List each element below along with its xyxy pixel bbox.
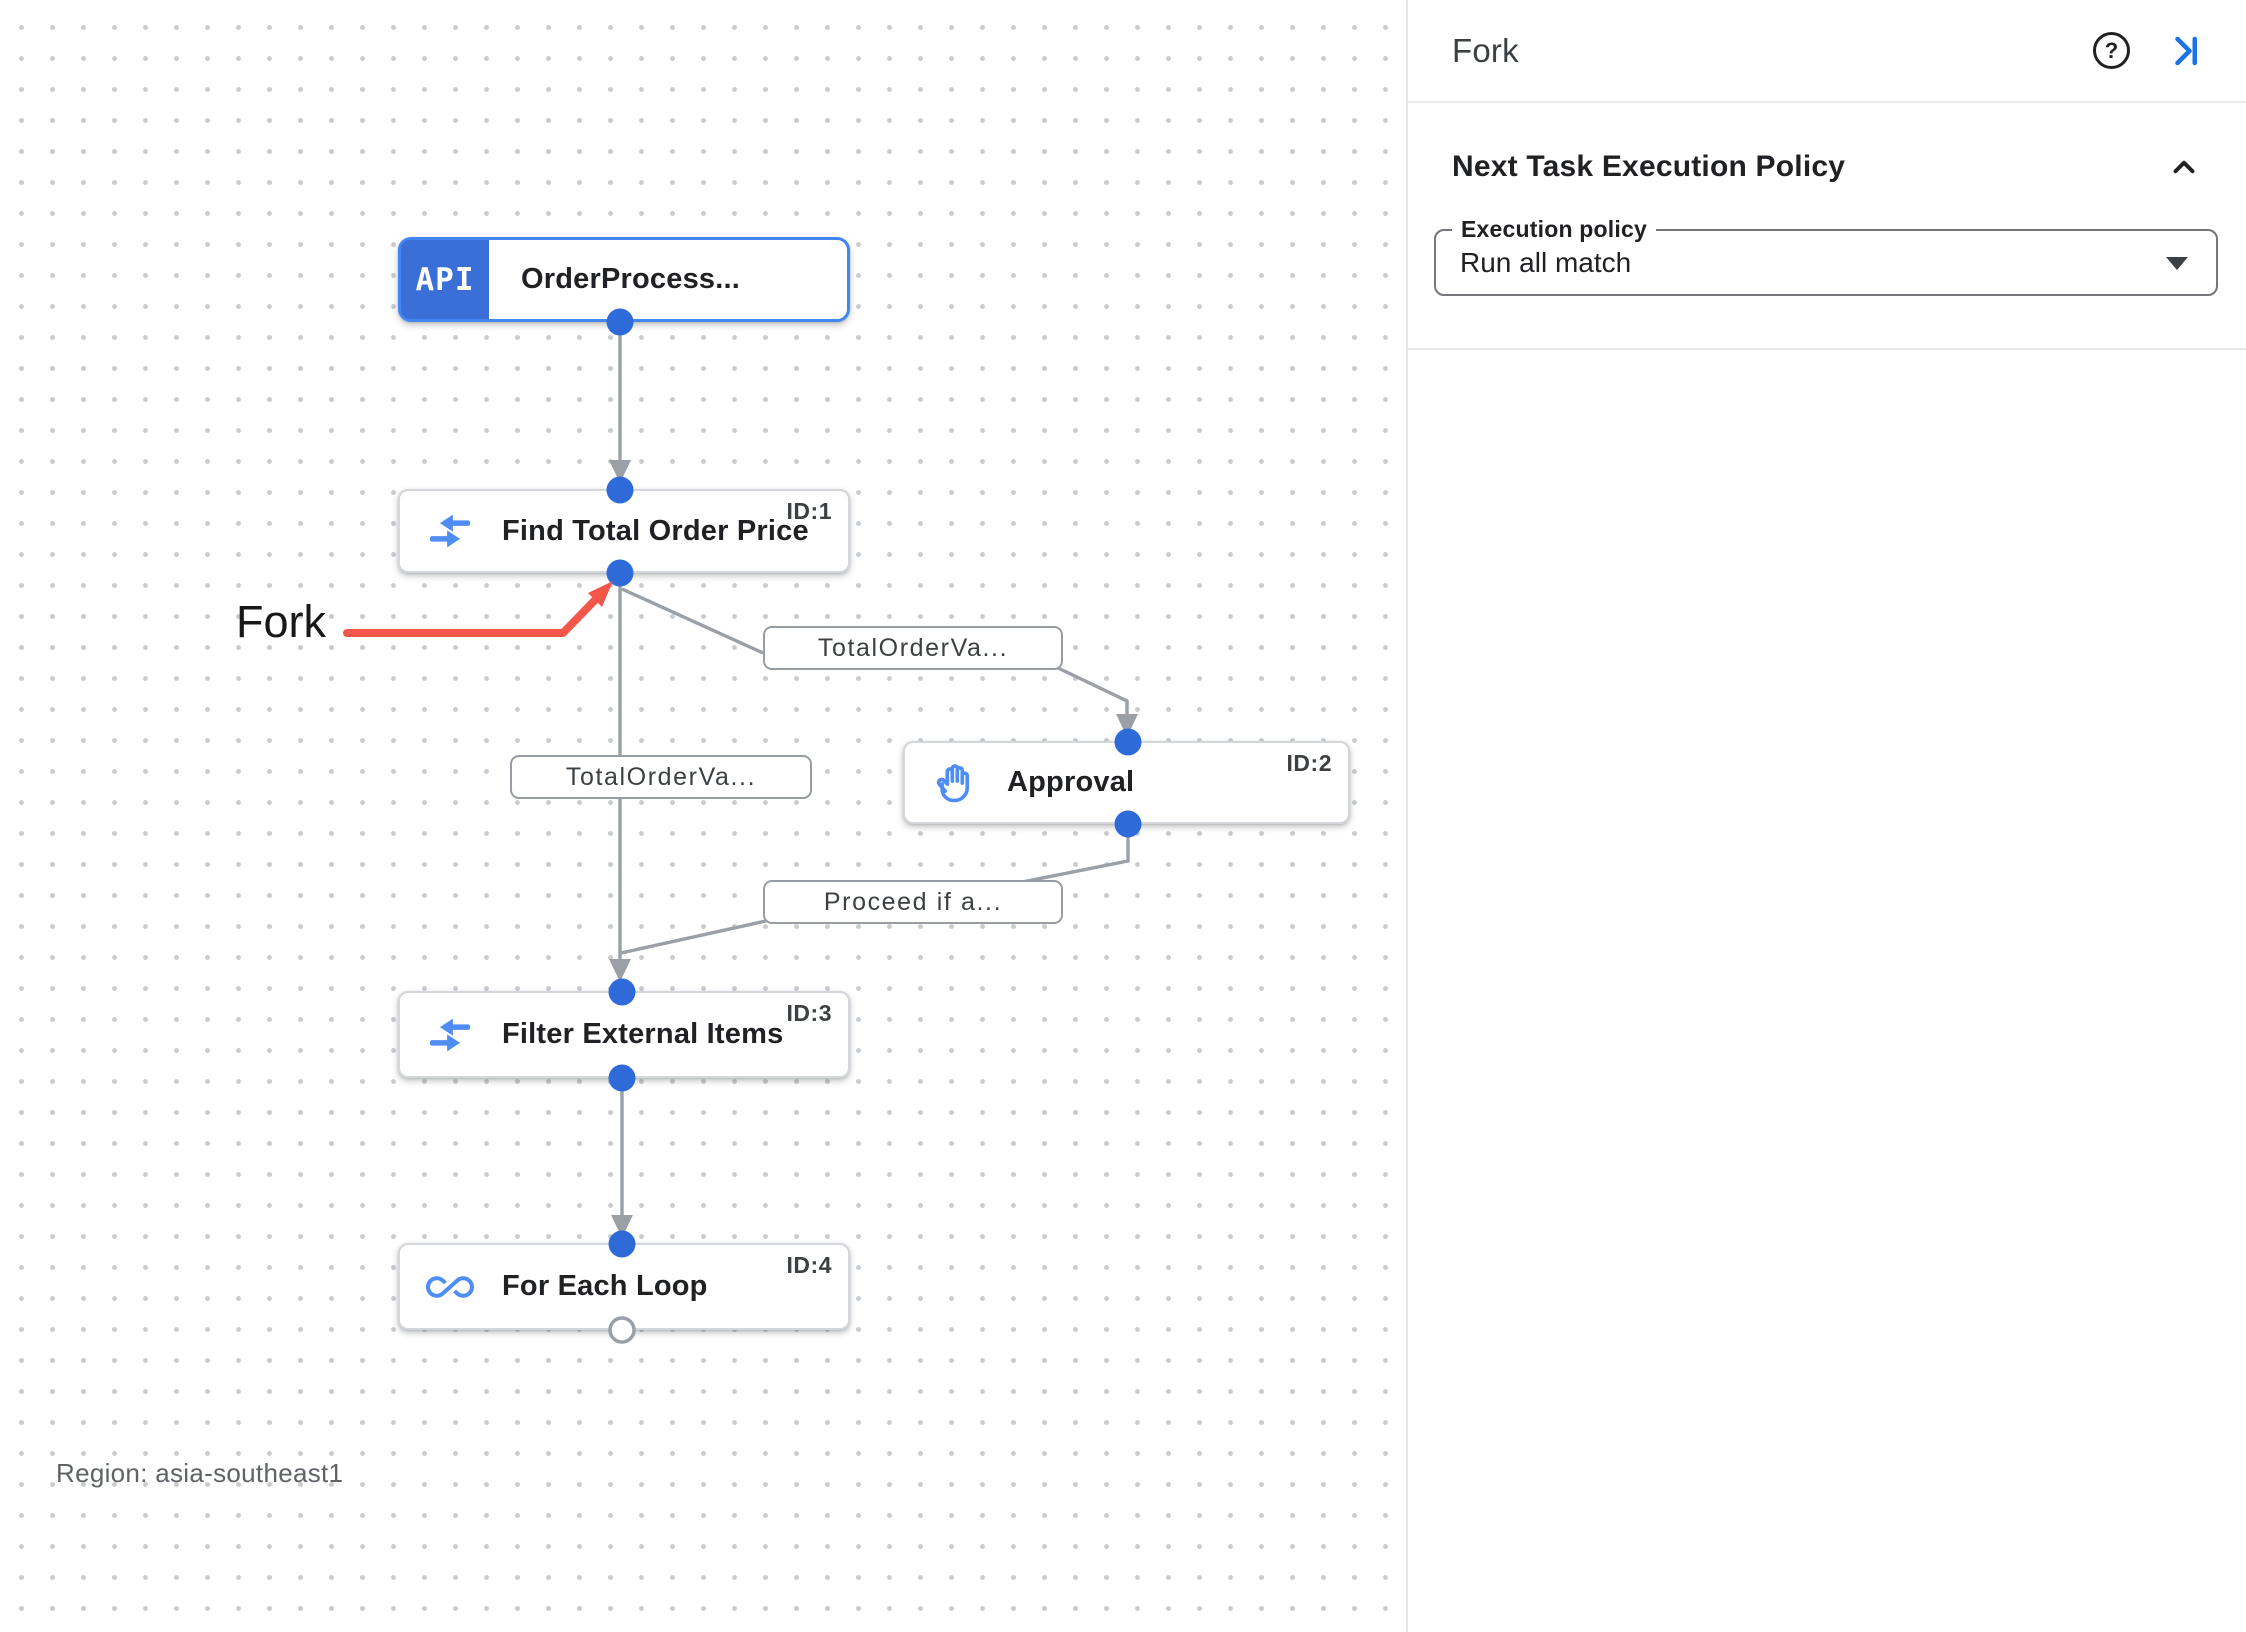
connector-points <box>606 308 1142 1344</box>
edge-fork-to-label1 <box>621 587 764 655</box>
node-id-badge: ID:3 <box>786 1000 832 1026</box>
node-filter-external-items[interactable]: Filter External Items ID:3 <box>398 991 850 1078</box>
node-id-badge: ID:2 <box>1286 750 1332 776</box>
edge-label-total-order-value-right[interactable]: TotalOrderVa... <box>763 626 1063 670</box>
node-title: For Each Loop <box>502 1270 708 1302</box>
edge-arrowheads <box>609 460 1138 1238</box>
node-title: Filter External Items <box>502 1018 784 1050</box>
fork-annotation-arrow <box>343 581 613 637</box>
node-title: Approval <box>1007 766 1135 798</box>
fork-annotation-label: Fork <box>236 596 326 647</box>
node-for-each-loop[interactable]: For Each Loop ID:4 <box>398 1243 850 1330</box>
edge-approval-to-label3 <box>1011 837 1130 886</box>
task-config-panel: Fork ? Next Task Execution Policy Execut… <box>1406 0 2246 1632</box>
edge-label-proceed-if-approved[interactable]: Proceed if a... <box>763 880 1063 924</box>
node-find-total-order-price[interactable]: Find Total Order Price ID:1 <box>398 489 850 573</box>
node-title: Find Total Order Price <box>502 514 809 547</box>
collapse-panel-icon[interactable] <box>2166 32 2204 70</box>
workflow-canvas[interactable]: API OrderProcess... Find Total Order Pri… <box>0 0 1406 1632</box>
arrowhead <box>1116 714 1138 737</box>
next-task-policy-section-header[interactable]: Next Task Execution Policy <box>1408 103 2246 185</box>
node-id-badge: ID:1 <box>786 498 832 524</box>
arrowhead <box>609 460 631 483</box>
section-heading: Next Task Execution Policy <box>1452 150 1846 183</box>
execution-policy-label: Execution policy <box>1452 216 1656 243</box>
node-title: OrderProcess... <box>521 263 740 295</box>
panel-title: Fork <box>1452 31 1519 69</box>
arrowhead <box>609 959 631 982</box>
edge-label1-to-approval <box>1055 665 1129 723</box>
data-mapping-icon <box>426 507 474 555</box>
chevron-up-icon[interactable] <box>2166 149 2202 185</box>
region-label: Region: asia-southeast1 <box>56 1458 344 1488</box>
approval-hand-icon <box>931 759 979 807</box>
data-mapping-icon <box>426 1011 474 1059</box>
edge-label3-to-task3 <box>620 919 767 955</box>
help-icon[interactable]: ? <box>2093 32 2130 69</box>
panel-header: Fork ? <box>1408 0 2246 103</box>
node-approval[interactable]: Approval ID:2 <box>903 741 1350 824</box>
section-divider <box>1408 348 2246 350</box>
arrowhead <box>611 1215 633 1238</box>
edge-label-total-order-value-left[interactable]: TotalOrderVa... <box>510 755 812 799</box>
node-order-process-trigger[interactable]: API OrderProcess... <box>398 237 850 322</box>
api-trigger-badge-icon: API <box>401 240 489 319</box>
execution-policy-value: Run all match <box>1460 247 1632 278</box>
execution-policy-select[interactable]: Execution policy Run all match <box>1434 216 2218 296</box>
node-id-badge: ID:4 <box>786 1252 832 1278</box>
for-each-loop-icon <box>426 1263 474 1311</box>
dropdown-arrow-icon <box>2166 257 2188 270</box>
